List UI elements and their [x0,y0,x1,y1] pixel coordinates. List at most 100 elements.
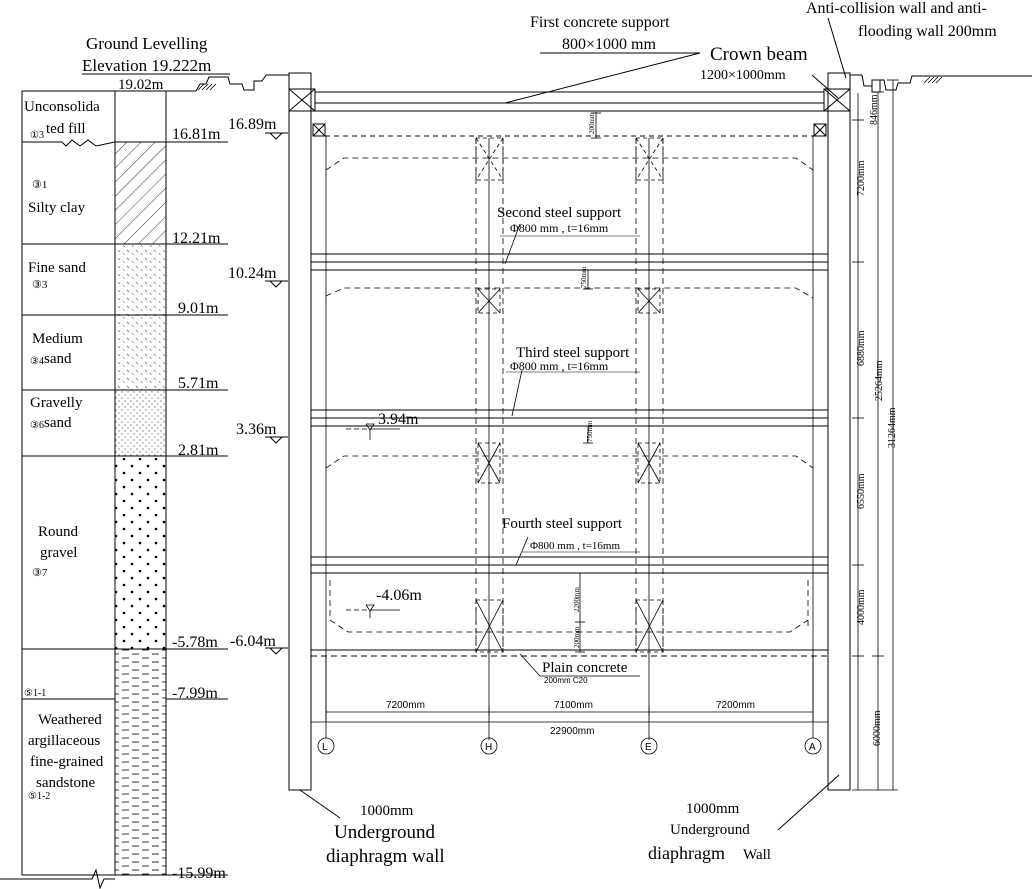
hatch-fine-sand [115,244,166,315]
axis-label-e: E [645,742,652,753]
left-wall-label-2: diaphragm wall [326,846,445,867]
right-dim-6550: 6550mm [856,473,867,509]
water-level-3-94: 3.94m [378,411,419,428]
small-dim-750-a: 750mm [580,266,588,288]
layer-1-line1: Unconsolida [24,99,100,115]
layer-1-line2: ted fill [46,121,86,137]
layer-5-line2: sand [44,415,72,431]
right-dim-4000: 4000mm [856,589,867,625]
fourth-support-label: Fourth steel support [502,516,623,532]
right-diaphragm-wall [827,72,851,791]
hatch-gravelly-sand [115,390,166,456]
elevation-neg-5-78: -5.78m [172,634,218,651]
layer-8-line1: Weathered [38,712,102,728]
elevation-16-81: 16.81m [172,126,221,143]
boundary-fill [22,139,166,147]
crown-beam-leader [811,74,839,99]
support-level-markers: 16.89m 10.24m 3.36m -6.04m [228,116,288,655]
elevation-label: Elevation 19.222m [82,56,211,75]
axis-markers [317,737,822,755]
layer-4-code: ③4 [30,356,44,367]
layer-8-code: ⑤1-2 [28,791,50,802]
hatch-medium-sand [115,315,166,390]
bottom-dim-total: 22900mm [550,726,594,737]
axis-label-l: L [322,742,328,753]
layer-8-line2: argillaceous [28,733,100,749]
right-dimension-chain [852,79,899,791]
first-support-leader [504,52,701,104]
support-level-10-24: 10.24m [228,265,277,282]
small-dim-200-bottom: 200mm [573,626,581,648]
axis-label-a: A [809,742,816,753]
hatch-silty-clay [115,142,166,244]
layer-3-line1: Fine sand [28,260,86,276]
water-levels [346,423,400,618]
small-dim-200-top: 200mm [588,112,596,134]
right-wall-thickness: 1000mm [686,801,740,817]
layer-2-line1: Silty clay [28,200,86,216]
bottom-dim-span-2: 7100mm [554,700,593,711]
ground-surface-left [168,74,289,92]
first-support-label: First concrete support [530,14,670,31]
right-dim-7200: 7200mm [856,160,867,196]
anti-collision-label-1: Anti-collision wall and anti- [806,0,987,17]
axis-label-h: H [485,742,492,753]
layer-6-line2: gravel [40,545,77,561]
elevation-5-71: 5.71m [178,375,219,392]
layer-6-code: ③7 [32,567,48,579]
hatch-sandstone [115,649,166,875]
layer-2-code: ③1 [32,179,47,191]
right-dim-25264: 25264mm [874,360,885,401]
crown-beam-left [288,88,316,112]
layer-3-code: ③3 [32,279,48,291]
elevation-neg-15-99: -15.99m [172,865,226,882]
bottom-dim-span-3: 7200mm [716,700,755,711]
layer-7-code: ⑤1-1 [24,688,46,699]
second-support-spec: Φ800 mm , t=16mm [510,221,609,235]
fourth-support-spec: Φ800 mm , t=16mm [530,540,620,552]
support-level-3-36: 3.36m [236,421,277,438]
layer-5-code: ③6 [30,420,44,431]
layer-1-code: ①3 [30,130,44,141]
anti-collision-label-2: flooding wall 200mm [858,23,997,40]
ground-surface-right [850,74,1032,91]
layer-labels: Unconsolida ①3 ted fill ③1 Silty clay Fi… [24,99,104,802]
right-dim-6000: 6000mm [872,710,883,746]
left-wall-label-1: Underground [334,822,435,843]
anti-collision-leader [827,17,847,79]
second-support-label: Second steel support [497,205,622,221]
third-support-label: Third steel support [516,345,630,361]
elevation-2-81: 2.81m [178,442,219,459]
right-wall-label-2: diaphragm [648,843,725,863]
elevation-9-01: 9.01m [178,300,219,317]
layer-8-line4: sandstone [36,775,96,791]
right-dim-6880: 6880mm [856,330,867,366]
crown-beam-label: Crown beam [710,44,808,65]
ground-levelling-label: Ground Levelling [86,34,208,53]
right-wall-label-1: Underground [670,822,750,838]
layer-4-line1: Medium [32,331,83,347]
crown-beam-size: 1200×1000mm [700,68,786,83]
layer-8-line3: fine-grained [30,754,104,770]
elevation-neg-7-99: -7.99m [172,685,218,702]
right-dim-31264: 31264mm [887,407,898,448]
top-level-label: 19.02m [118,77,164,93]
layer-6-line1: Round [38,524,79,540]
elevation-12-21: 12.21m [172,230,221,247]
layer-5-line1: Gravelly [30,395,83,411]
boundary-elevations: 16.81m 12.21m 9.01m 5.71m 2.81m -5.78m -… [172,126,226,882]
bottom-break-line [0,868,115,889]
support-level-16-89: 16.89m [228,116,277,133]
plain-concrete-spec: 200mm C20 [544,676,588,685]
small-dim-750-b: 750mm [586,420,594,442]
left-diaphragm-wall [288,72,312,791]
bottom-dim-span-1: 7200mm [386,700,425,711]
right-dim-846: 846mm [869,94,880,125]
small-dim-2200: 2200mm [573,587,581,612]
ground-hatch-right [923,76,943,84]
plain-concrete-label: Plain concrete [542,660,628,676]
hatch-round-gravel [115,456,166,649]
left-wall-thickness: 1000mm [360,803,414,819]
right-wall-label-3: Wall [743,847,771,863]
layer-4-line2: sand [44,351,72,367]
